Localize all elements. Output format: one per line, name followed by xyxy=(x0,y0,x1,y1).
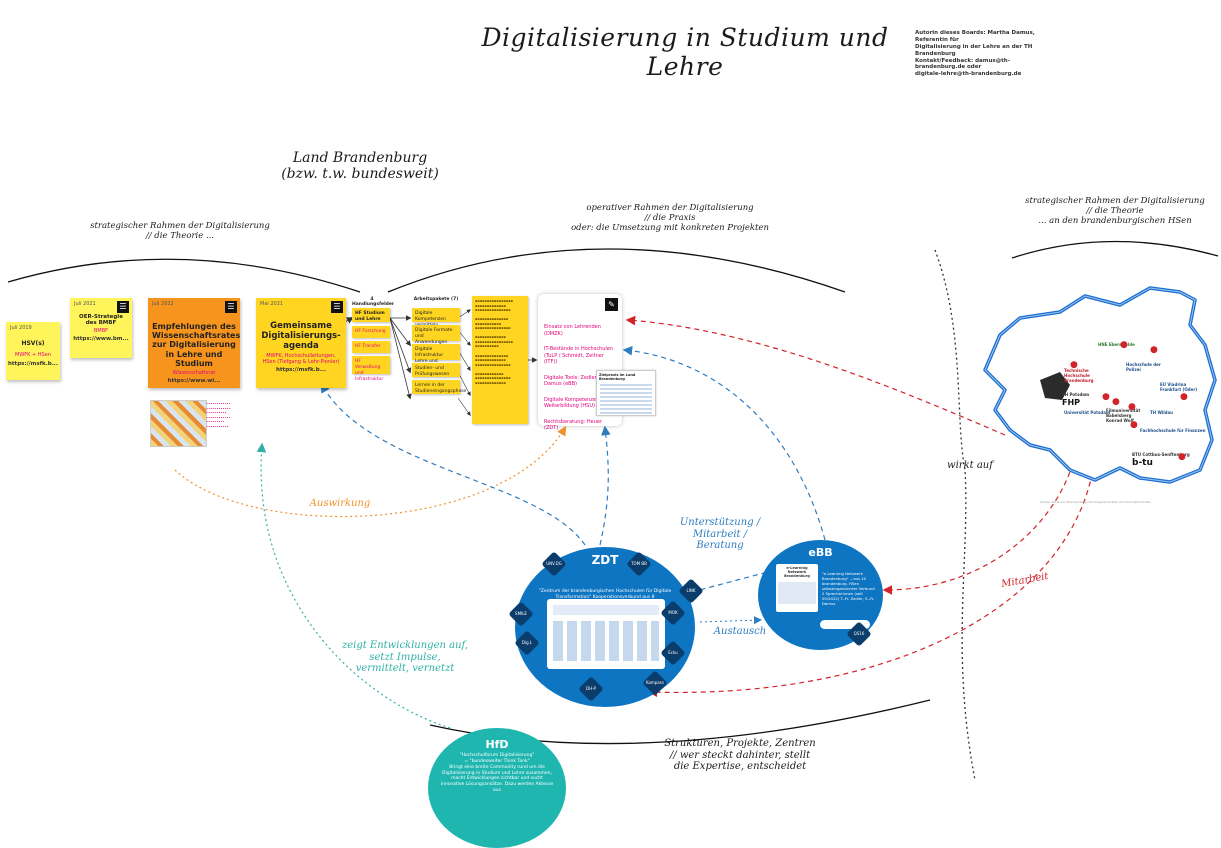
zdt-circle[interactable]: ZDT "Zentrum der brandenburgischen Hochs… xyxy=(515,547,695,707)
map-thb[interactable]: Technische Hochschule Brandenburg xyxy=(1064,368,1094,383)
zdt-badge-digl[interactable]: Dig.L xyxy=(514,630,540,656)
map-fhf[interactable]: Fachhochschule für Finanzen xyxy=(1140,428,1206,433)
map-pin-icon: ● xyxy=(1112,397,1120,407)
ebb-logo-card: e-Learning Netzwerk Brandenburg xyxy=(776,564,818,612)
map-pin-icon: ● xyxy=(1180,392,1188,402)
zdt-to-agenda-arrow xyxy=(320,382,586,546)
arbeitspakete-header: Arbeitspakete (7) xyxy=(413,297,459,302)
hfd-to-wr-arrow xyxy=(256,442,451,729)
label-auswirkung: Auswirkung xyxy=(309,498,371,509)
map-to-ops-arrow xyxy=(625,315,1006,436)
hf-forschung[interactable]: HF Forschung xyxy=(352,326,390,338)
zdt-badge-kompass[interactable]: Kompass xyxy=(642,670,668,696)
land-brandenburg-heading: Land Brandenburg (bzw. t.w. bundesweit) xyxy=(281,150,439,183)
map-btu[interactable]: BTU Cottbus-Senftenberg xyxy=(1132,452,1190,457)
map-thwildau[interactable]: TH Wildau xyxy=(1150,410,1174,415)
sticky-hsv[interactable]: Juli 2019 HSV(s) MWFK + HSen https://msf… xyxy=(6,322,60,380)
map-pin-icon: ● xyxy=(1070,360,1078,370)
ebb-circle[interactable]: eBB e-Learning Netzwerk Brandenburg "e-L… xyxy=(758,540,883,650)
ap-kompetenzen[interactable]: Digitale Kompetenzen vermitteln xyxy=(412,308,460,328)
zdt-screenshot-image xyxy=(547,599,665,669)
hf-verwaltung[interactable]: HF Verwaltung und Infrastruktur xyxy=(352,356,390,382)
bracket-arc-operative xyxy=(387,248,846,293)
hf-transfer[interactable]: HF Transfer xyxy=(352,341,390,353)
sticky-wissenschaftsrat[interactable]: Juli 2022 ☰ Empfehlungen des Wissenschaf… xyxy=(148,298,240,388)
zdt-badge-smile[interactable]: SMILE xyxy=(508,601,534,627)
ebb-badge-qs16[interactable]: QS16 xyxy=(846,621,872,647)
sketchnote-caption: ••••••••••••••••••••••••••••••••••••••••… xyxy=(206,402,231,429)
brandenburg-map xyxy=(983,286,1217,484)
map-to-zdt-arrow xyxy=(647,454,1096,698)
ap-formate[interactable]: Digitale Formate und Anwendungen ausbaue… xyxy=(412,325,460,351)
hfd-circle[interactable]: HfD "Hochschulforum Digitalisierung" = "… xyxy=(428,728,566,848)
sticky-oer-strategie[interactable]: Juli 2021 ☰ OER-Strategie des BMBF BMBF … xyxy=(70,298,132,358)
map-pin-icon: ● xyxy=(1120,340,1128,350)
map-polizei[interactable]: Hochschule der Polizei xyxy=(1126,362,1161,372)
label-unterstuetzung: Unterstützung / Mitarbeit / Beratung xyxy=(679,517,761,551)
handlungsfelder-header: 4 Handlungsfelder xyxy=(352,297,395,307)
austausch-arrow xyxy=(699,616,762,625)
label-austausch: Austausch xyxy=(713,626,767,637)
ap-infrastruktur[interactable]: Digitale Infrastruktur Lehre und Studium xyxy=(412,344,460,370)
map-pin-icon: ● xyxy=(1102,392,1110,402)
massnahmen-column: ▪▪▪▪▪▪▪▪▪▪▪▪▪▪▪▪▪▪▪▪▪▪▪▪▪▪▪▪▪▪▪▪▪▪▪▪▪▪▪▪… xyxy=(472,296,528,424)
map-credit: Quelle: Karte von Brandenburg mit eingez… xyxy=(1040,500,1152,504)
checklist-icon: ☰ xyxy=(117,301,129,313)
map-pin-icon: ● xyxy=(1178,452,1186,462)
label-strukturen: Strukturen, Projekte, Zentren // wer ste… xyxy=(664,738,816,772)
header-operative: operativer Rahmen der Digitalisierung //… xyxy=(571,203,769,233)
map-pin-icon: ● xyxy=(1128,402,1136,412)
label-wirkt-auf: wirkt auf xyxy=(947,460,993,471)
ap-eingangsphase[interactable]: Lernen in der Studieneingangsphase xyxy=(412,380,466,394)
label-zeigt-entwicklungen: zeigt Entwicklungen auf, setzt Impulse, … xyxy=(341,640,469,674)
map-viadrina[interactable]: EU Viadrina Frankfurt (Oder) xyxy=(1160,382,1198,392)
connector-layer xyxy=(7,240,1219,781)
zdt-badge-tom[interactable]: TOM BB xyxy=(626,551,652,577)
sketchnote-image xyxy=(150,400,207,447)
author-info: Autorin dieses Boards: Martha Damus, Ref… xyxy=(915,30,1035,78)
header-strategic-left: strategischer Rahmen der Digitalisierung… xyxy=(90,221,270,241)
map-btu-logo: b-tu xyxy=(1132,458,1153,468)
separator-dotted-line xyxy=(934,249,976,781)
bracket-arc-strategic-right xyxy=(1011,240,1219,259)
zdt-badge-ecku[interactable]: Ecku xyxy=(660,640,686,666)
bracket-arc-strategic-left xyxy=(7,258,361,293)
map-up[interactable]: Universität Potsdam xyxy=(1064,410,1111,415)
header-strategic-right: strategischer Rahmen der Digitalisierung… xyxy=(1025,196,1205,226)
zdt-badge-mok[interactable]: MOK xyxy=(660,600,686,626)
page-title: Digitalisierung in Studium und Lehre xyxy=(481,23,889,81)
zdt-to-ops-arrow xyxy=(599,425,611,546)
sticky-digitalisierungsagenda[interactable]: Mai 2021 ☰ Gemeinsame Digitalisierungs-a… xyxy=(256,298,346,388)
ebb-to-ops-arrow xyxy=(622,345,826,541)
hf-studium-lehre[interactable]: HF Studium und Lehre xyxy=(352,308,390,322)
zdt-badge-unv[interactable]: UNV.DG xyxy=(541,551,567,577)
edit-icon: ✎ xyxy=(605,298,618,311)
map-pin-icon: ● xyxy=(1130,420,1138,430)
map-fhp[interactable]: FH Potsdam xyxy=(1062,392,1090,397)
ebb-link-pill[interactable] xyxy=(820,620,870,629)
zdt-badge-link[interactable]: LINK xyxy=(678,578,704,604)
map-hne[interactable]: HNE Eberswalde xyxy=(1098,342,1135,347)
map-pin-icon: ● xyxy=(1150,345,1158,355)
ap-pruefungswesen[interactable]: Studien- und Prüfungswesen xyxy=(412,363,460,377)
checklist-icon: ☰ xyxy=(331,301,343,313)
map-filmuni[interactable]: Filmuniversität Babelsberg Konrad Wolf xyxy=(1106,408,1141,423)
map-fhp-logo: FHP xyxy=(1062,398,1081,407)
zdt-badge-dhp[interactable]: DH-P xyxy=(578,676,604,702)
zielpraxis-document[interactable]: Zielpraxis im Land Brandenburg xyxy=(596,370,656,416)
auswirkung-arrow xyxy=(174,425,567,518)
map-to-ebb-arrow xyxy=(882,454,1076,595)
checklist-icon: ☰ xyxy=(225,301,237,313)
